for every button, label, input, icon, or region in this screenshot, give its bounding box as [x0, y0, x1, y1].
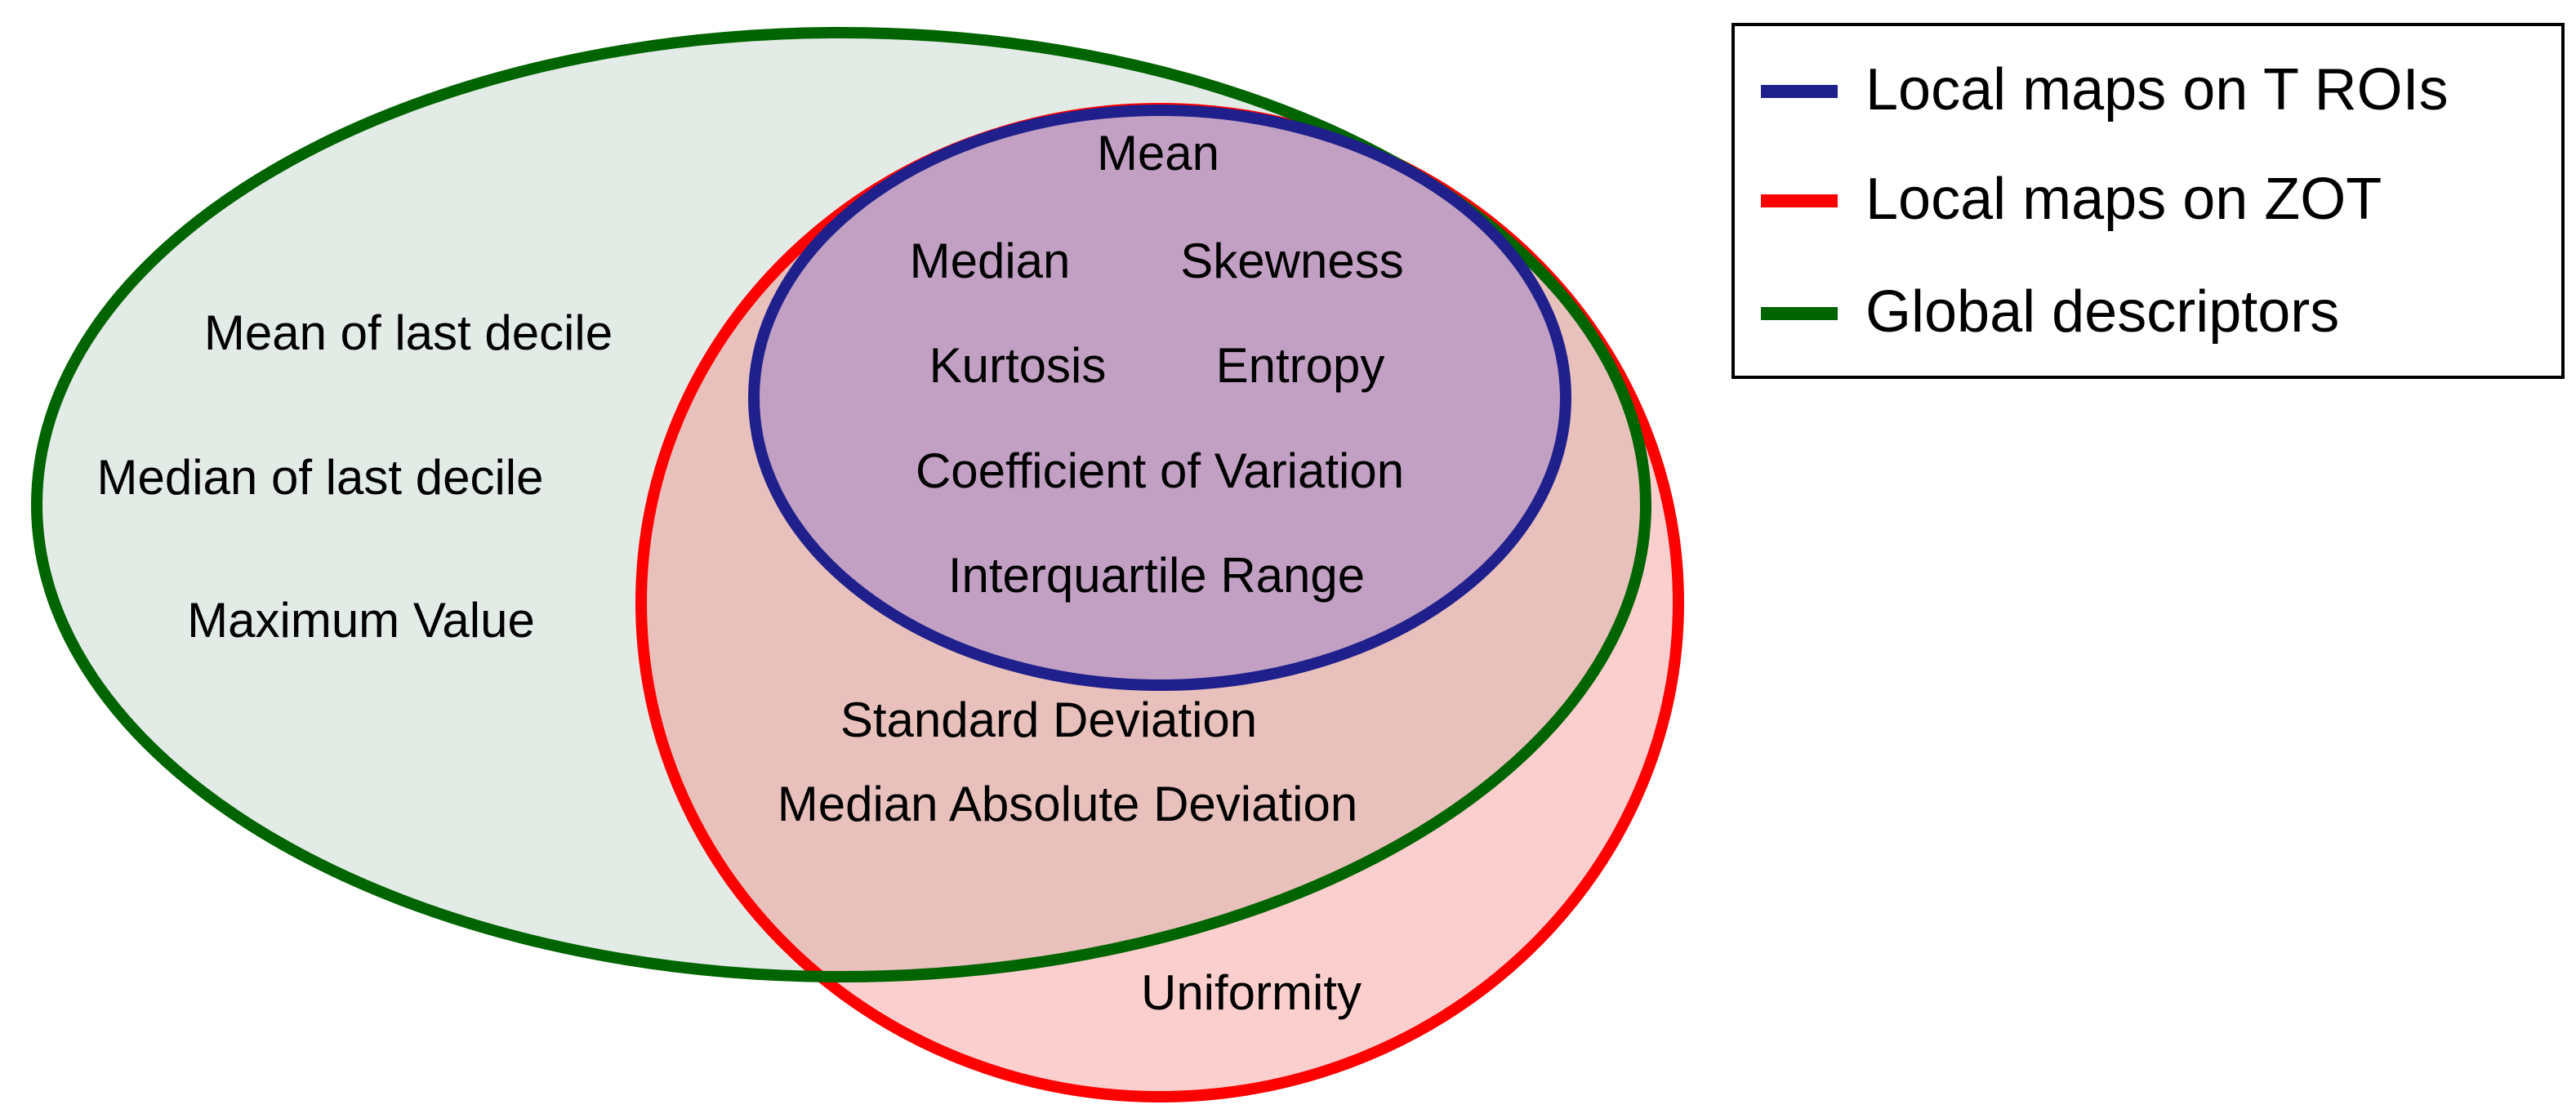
legend-label-zot: Local maps on ZOT: [1865, 167, 2382, 232]
global-set-outline: [31, 27, 1651, 982]
label-uniformity: Uniformity: [1141, 965, 1362, 1020]
label-mean: Mean: [1097, 126, 1219, 180]
label-interquartile-range: Interquartile Range: [948, 548, 1365, 603]
label-kurtosis: Kurtosis: [929, 338, 1107, 393]
label-median-absolute-deviation: Median Absolute Deviation: [778, 777, 1357, 831]
legend: Local maps on T ROIs Local maps on ZOT G…: [1731, 23, 2565, 379]
legend-label-global: Global descriptors: [1865, 279, 2339, 345]
legend-label-troi: Local maps on T ROIs: [1865, 57, 2449, 122]
legend-box: [1731, 23, 2565, 379]
label-mean-of-last-decile: Mean of last decile: [204, 305, 613, 360]
troi-set-fill: [754, 110, 1566, 685]
troi-set-outline: [748, 105, 1571, 691]
label-maximum-value: Maximum Value: [187, 593, 535, 648]
label-standard-deviation: Standard Deviation: [840, 693, 1257, 747]
label-coefficient-of-variation: Coefficient of Variation: [916, 443, 1404, 498]
label-entropy: Entropy: [1216, 338, 1385, 393]
label-median: Median: [910, 234, 1071, 288]
label-skewness: Skewness: [1180, 234, 1403, 288]
label-median-of-last-decile: Median of last decile: [97, 450, 544, 505]
